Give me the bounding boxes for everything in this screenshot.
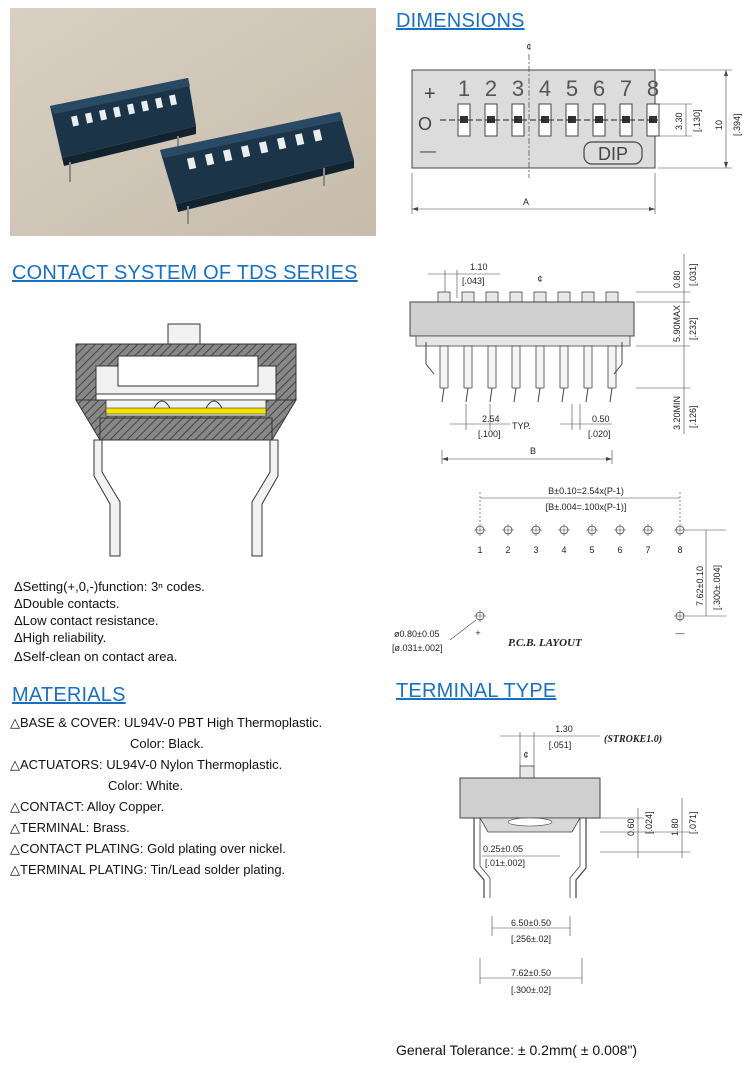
terminal-right bbox=[251, 439, 279, 557]
switch-number-7: 7 bbox=[620, 76, 632, 101]
pcb-pin-5: 5 bbox=[589, 545, 594, 555]
switch-number-5: 5 bbox=[566, 76, 578, 101]
pcb-dim-762: 7.62±0.10 bbox=[695, 566, 705, 606]
dip-label: DIP bbox=[598, 144, 628, 164]
term-dim-060: 0.60 bbox=[626, 818, 636, 836]
stroke-label: (STROKE1.0) bbox=[604, 734, 662, 745]
term-centerline: ¢ bbox=[523, 750, 528, 760]
material-contact-plating: △CONTACT PLATING: Gold plating over nick… bbox=[10, 841, 286, 856]
switch-number-4: 4 bbox=[539, 76, 551, 101]
feature-item-1: ΔSetting(+,0,-)function: 3ⁿ codes. bbox=[14, 579, 205, 594]
dim-130: [.130] bbox=[692, 109, 702, 132]
typ-label: TYP. bbox=[512, 421, 531, 431]
side-view-drawing: 1.10 [.043] ¢ 0.80 [.031] 5.90MAX [.232]… bbox=[409, 254, 698, 464]
pcb-minus: — bbox=[676, 628, 685, 638]
term-dim-130: 1.30 bbox=[555, 724, 573, 734]
dim-330: 3.30 bbox=[674, 112, 684, 130]
material-base-cover: △BASE & COVER: UL94V-0 PBT High Thermopl… bbox=[10, 715, 323, 730]
terminal-type-drawing: 1.30 [.051] (STROKE1.0) ¢ 0.60 [.024] 1.… bbox=[459, 724, 698, 995]
dim-394: [.394] bbox=[732, 113, 742, 136]
dip-switch-photo-2 bbox=[160, 112, 354, 224]
dimensions-heading: DIMENSIONS bbox=[396, 10, 525, 32]
dip-box bbox=[583, 141, 643, 165]
term-dim-024: [.024] bbox=[644, 811, 654, 834]
pcb-pin-4: 4 bbox=[561, 545, 566, 555]
top-view-drawing: + O — 1 2 3 4 5 6 7 8 DIP ¢ A 3.30 [.130… bbox=[411, 42, 742, 214]
terminal-body bbox=[459, 777, 601, 819]
term-dim-762: 7.62±0.50 bbox=[511, 968, 551, 978]
term-dim-300: [.300±.02] bbox=[511, 985, 551, 995]
terminal-left bbox=[93, 439, 121, 557]
term-dim-01: [.01±.002] bbox=[485, 858, 525, 868]
pcb-formula-1: B±0.10=2.54x(P-1) bbox=[548, 486, 624, 496]
pcb-pin-1: 1 bbox=[477, 545, 482, 555]
centerline-mark: ¢ bbox=[526, 42, 531, 52]
terminal-type-heading: TERMINAL TYPE bbox=[396, 680, 557, 702]
feature-item-3: ΔLow contact resistance. bbox=[14, 613, 159, 628]
contact-system-drawing bbox=[75, 323, 297, 557]
material-terminal: △TERMINAL: Brass. bbox=[10, 820, 130, 835]
dip-switch-photo-1 bbox=[50, 78, 196, 182]
material-actuators: △ACTUATORS: UL94V-0 Nylon Thermoplastic. bbox=[10, 757, 283, 772]
dim-031: [.031] bbox=[688, 263, 698, 286]
pcb-pin-6: 6 bbox=[617, 545, 622, 555]
dim-080: 0.80 bbox=[672, 270, 682, 288]
plus-mark: + bbox=[424, 83, 436, 105]
dim-10: 10 bbox=[714, 120, 724, 130]
materials-heading: MATERIALS bbox=[12, 684, 126, 706]
term-dim-650: 6.50±0.50 bbox=[511, 918, 551, 928]
side-centerline-mark: ¢ bbox=[537, 274, 542, 284]
switch-body-top bbox=[411, 69, 656, 169]
pcb-pin-2: 2 bbox=[505, 545, 510, 555]
dim-126: [.126] bbox=[688, 405, 698, 428]
minus-mark: — bbox=[420, 143, 436, 160]
dim-100: [.100] bbox=[478, 429, 501, 439]
pcb-dim-300: [.300±.004] bbox=[712, 565, 722, 610]
feature-item-2: ΔDouble contacts. bbox=[14, 596, 120, 611]
material-contact: △CONTACT: Alloy Copper. bbox=[10, 799, 165, 814]
pcb-pin-8: 8 bbox=[677, 545, 682, 555]
feature-item-4: ΔHigh reliability. bbox=[14, 630, 107, 645]
dim-232: [.232] bbox=[688, 317, 698, 340]
pcb-pin-3: 3 bbox=[533, 545, 538, 555]
general-tolerance: General Tolerance: ± 0.2mm( ± 0.008") bbox=[396, 1042, 638, 1058]
switch-number-6: 6 bbox=[593, 76, 605, 101]
pcb-layout-drawing: B±0.10=2.54x(P-1) [B±.004=.100x(P-1)] 1 … bbox=[392, 486, 726, 653]
pcb-pin-7: 7 bbox=[645, 545, 650, 555]
dim-b: B bbox=[530, 446, 536, 456]
pcb-hole-2: [ø.031±.002] bbox=[392, 643, 442, 653]
material-base-color: Color: Black. bbox=[130, 736, 204, 751]
switch-number-1: 1 bbox=[458, 76, 470, 101]
switch-number-8: 8 bbox=[647, 76, 659, 101]
zero-mark: O bbox=[418, 114, 432, 134]
material-terminal-plating: △TERMINAL PLATING: Tin/Lead solder plati… bbox=[10, 862, 286, 877]
switch-body-side bbox=[409, 301, 635, 337]
switch-number-2: 2 bbox=[485, 76, 497, 101]
material-actuators-color: Color: White. bbox=[108, 778, 184, 793]
product-photo bbox=[10, 8, 376, 236]
dim-254: 2.54 bbox=[482, 414, 500, 424]
switch-number-3: 3 bbox=[512, 76, 524, 101]
contact-system-heading: CONTACT SYSTEM OF TDS SERIES bbox=[12, 262, 358, 284]
dim-590: 5.90MAX bbox=[672, 305, 682, 342]
term-dim-051: [.051] bbox=[549, 740, 572, 750]
gold-contact bbox=[105, 407, 267, 415]
dim-110: 1.10 bbox=[470, 262, 488, 272]
dim-320: 3.20MIN bbox=[672, 396, 682, 430]
pcb-formula-2: [B±.004=.100x(P-1)] bbox=[546, 502, 627, 512]
pcb-plus: + bbox=[475, 628, 480, 638]
dim-050: 0.50 bbox=[592, 414, 610, 424]
dim-020: [.020] bbox=[588, 429, 611, 439]
term-dim-071: [.071] bbox=[688, 811, 698, 834]
pcb-hole-1: ø0.80±0.05 bbox=[394, 629, 439, 639]
feature-item-5: ΔSelf-clean on contact area. bbox=[14, 649, 178, 664]
term-dim-180: 1.80 bbox=[670, 818, 680, 836]
term-dim-256: [.256±.02] bbox=[511, 934, 551, 944]
term-dim-025: 0.25±0.05 bbox=[483, 844, 523, 854]
dim-043: [.043] bbox=[462, 276, 485, 286]
dim-a: A bbox=[523, 197, 529, 207]
pcb-layout-title: P.C.B. LAYOUT bbox=[508, 637, 583, 649]
